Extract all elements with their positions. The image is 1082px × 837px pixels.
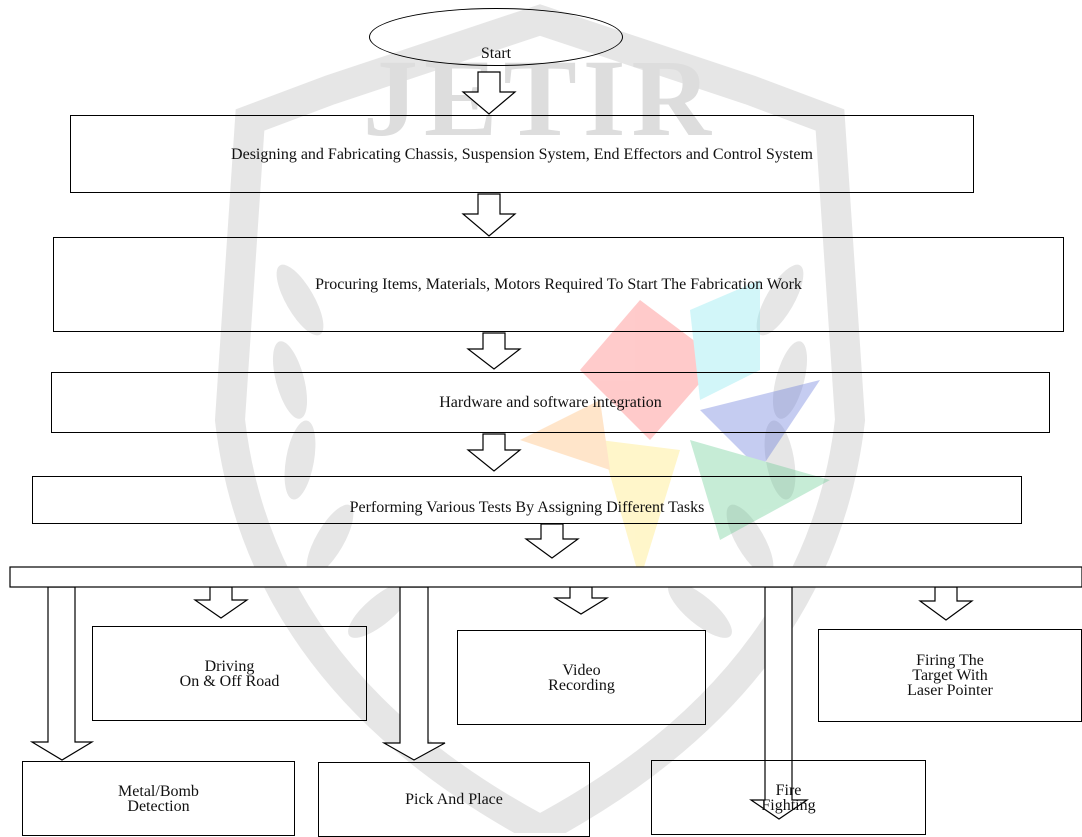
watermark-shield-icon <box>214 4 866 833</box>
step-procure-items: Procuring Items, Materials, Motors Requi… <box>53 237 1064 332</box>
start-label: Start <box>480 45 512 62</box>
step-design-fabricate: Designing and Fabricating Chassis, Suspe… <box>70 115 974 193</box>
watermark-laurel-left-icon <box>272 264 412 638</box>
arrow-down-icon <box>918 586 974 621</box>
task-metal-bomb-detection: Metal/Bomb Detection <box>22 761 295 836</box>
task-pick-and-place: Pick And Place <box>318 762 590 837</box>
watermark-laurel-right-icon <box>668 264 808 638</box>
step-perform-tests: Performing Various Tests By Assigning Di… <box>32 476 1022 524</box>
task-label: Firing The Target With Laser Pointer <box>907 652 993 699</box>
task-driving: Driving On & Off Road <box>92 626 367 721</box>
step-label: Procuring Items, Materials, Motors Requi… <box>315 276 802 293</box>
task-label: Fire Fighting <box>761 781 816 814</box>
arrow-down-icon <box>466 332 522 370</box>
arrow-down-icon <box>193 586 249 619</box>
arrow-down-icon <box>466 433 522 472</box>
task-label: Pick And Place <box>405 791 503 808</box>
distribution-bar <box>9 566 1082 588</box>
watermark-flower-icon <box>520 280 830 580</box>
arrow-down-icon <box>552 586 610 615</box>
task-video-recording: Video Recording <box>457 630 706 725</box>
task-label: Metal/Bomb Detection <box>118 782 199 815</box>
step-label: Designing and Fabricating Chassis, Suspe… <box>231 145 813 163</box>
arrow-down-long-icon <box>749 586 809 820</box>
step-hw-sw-integration: Hardware and software integration <box>51 372 1050 433</box>
arrow-down-icon <box>461 193 517 237</box>
arrow-down-long-icon <box>381 586 446 761</box>
task-fire-fighting: Fire Fighting <box>651 760 926 835</box>
step-label: Performing Various Tests By Assigning Di… <box>349 499 705 516</box>
task-label: Driving On & Off Road <box>179 657 280 690</box>
arrow-down-long-icon <box>29 586 95 761</box>
task-firing-laser: Firing The Target With Laser Pointer <box>818 629 1082 722</box>
task-label: Video Recording <box>548 661 615 694</box>
arrow-down-icon <box>461 71 517 115</box>
start-oval: Start <box>369 8 623 66</box>
arrow-down-icon <box>524 523 580 559</box>
step-label: Hardware and software integration <box>439 394 662 411</box>
